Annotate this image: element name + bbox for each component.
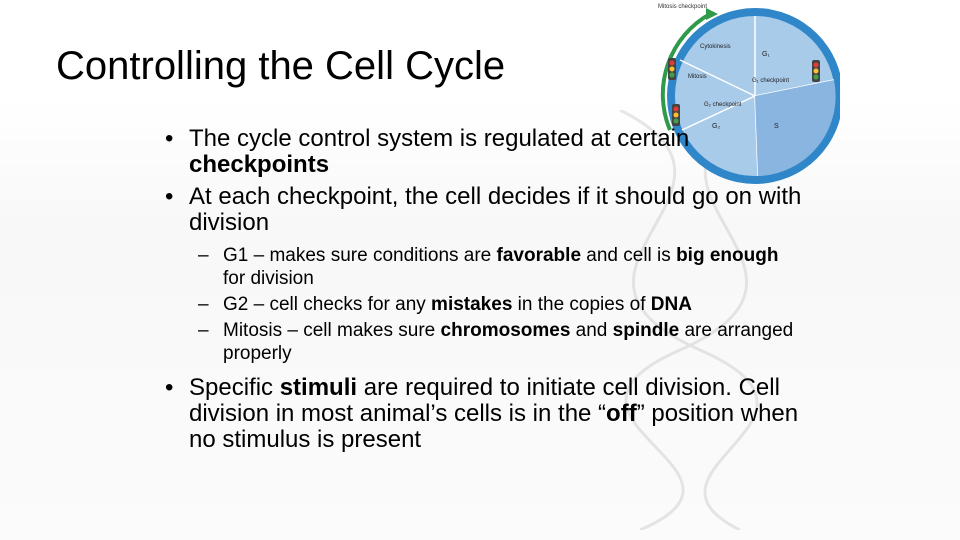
traffic-light-icon-mitosis (668, 58, 676, 80)
label-g2-checkpoint: G₂ checkpoint (704, 102, 742, 108)
traffic-light-icon-g2 (672, 104, 680, 126)
emphasis-text: checkpoints (189, 151, 330, 178)
emphasis-text: spindle (612, 320, 680, 341)
bullet-marker: • (165, 183, 174, 210)
slide-content: • The cycle control system is regulated … (165, 126, 805, 459)
text-run: G1 – makes sure conditions are (223, 245, 497, 266)
sub-bullet-g2-text: G2 – cell checks for any mistakes in the… (223, 294, 692, 315)
text-run: Mitosis – cell makes sure (223, 320, 441, 341)
dash-marker: – (198, 245, 209, 266)
text-run: ” position when no stimulus is present (189, 400, 799, 453)
label-mitosis-checkpoint: Mitosis checkpoint (658, 4, 707, 10)
emphasis-text: chromosomes (440, 320, 571, 341)
label-g1-checkpoint: G₁ checkpoint (752, 78, 789, 84)
label-s: S (774, 123, 779, 130)
bullet-marker: • (165, 374, 174, 401)
text-run: and cell is (581, 245, 677, 266)
sub-bullet-g1: – G1 – makes sure conditions are favorab… (198, 244, 805, 290)
label-g1: G₁ (762, 51, 770, 58)
slide-title: Controlling the Cell Cycle (56, 44, 506, 88)
emphasis-text: off (606, 400, 637, 427)
text-run: for division (223, 268, 314, 289)
emphasis-text: mistakes (431, 294, 513, 315)
emphasis-text: stimuli (279, 374, 358, 401)
dash-marker: – (198, 320, 209, 341)
green-arrow-arc (660, 12, 711, 131)
text-run: and (570, 320, 613, 341)
dash-marker: – (198, 294, 209, 315)
emphasis-text: big enough (676, 245, 779, 266)
text-run: in the copies of (512, 294, 651, 315)
label-g2: G₂ (712, 123, 720, 130)
bullet-1-text: The cycle control system is regulated at… (189, 125, 689, 178)
sub-bullet-mitosis: – Mitosis – cell makes sure chromosomes … (198, 319, 805, 365)
cell-cycle-diagram: Mitosis checkpoint Cytokinesis G₁ Mitosi… (640, 0, 843, 188)
sub-bullet-list: – G1 – makes sure conditions are favorab… (198, 244, 805, 365)
text-run: G2 – cell checks for any (223, 294, 432, 315)
text-run: The cycle control system is regulated at (189, 125, 618, 152)
bullet-2: • At each checkpoint, the cell decides i… (165, 184, 805, 236)
text-run: certain (617, 125, 690, 152)
bullet-marker: • (165, 125, 174, 152)
emphasis-text: DNA (650, 294, 692, 315)
text-run: At each checkpoint, the cell decides if … (189, 183, 802, 236)
traffic-light-icon-g1 (812, 60, 820, 82)
sub-bullet-g2: – G2 – cell checks for any mistakes in t… (198, 293, 805, 316)
text-run: are required to initiate cell division. … (189, 374, 780, 427)
text-run: are arranged properly (223, 320, 794, 364)
bullet-1: • The cycle control system is regulated … (165, 126, 805, 178)
label-mitosis: Mitosis (688, 74, 707, 80)
sub-bullet-mitosis-text: Mitosis – cell makes sure chromosomes an… (223, 320, 793, 364)
text-run: Specific (189, 374, 280, 401)
emphasis-text: favorable (496, 245, 582, 266)
sub-bullet-g1-text: G1 – makes sure conditions are favorable… (223, 245, 778, 289)
dna-watermark-icon (619, 110, 761, 530)
bullet-2-text: At each checkpoint, the cell decides if … (189, 183, 801, 236)
bullet-3-text: Specific stimuli are required to initiat… (189, 374, 798, 453)
bullet-3: • Specific stimuli are required to initi… (165, 375, 805, 453)
label-cytokinesis: Cytokinesis (700, 44, 731, 50)
